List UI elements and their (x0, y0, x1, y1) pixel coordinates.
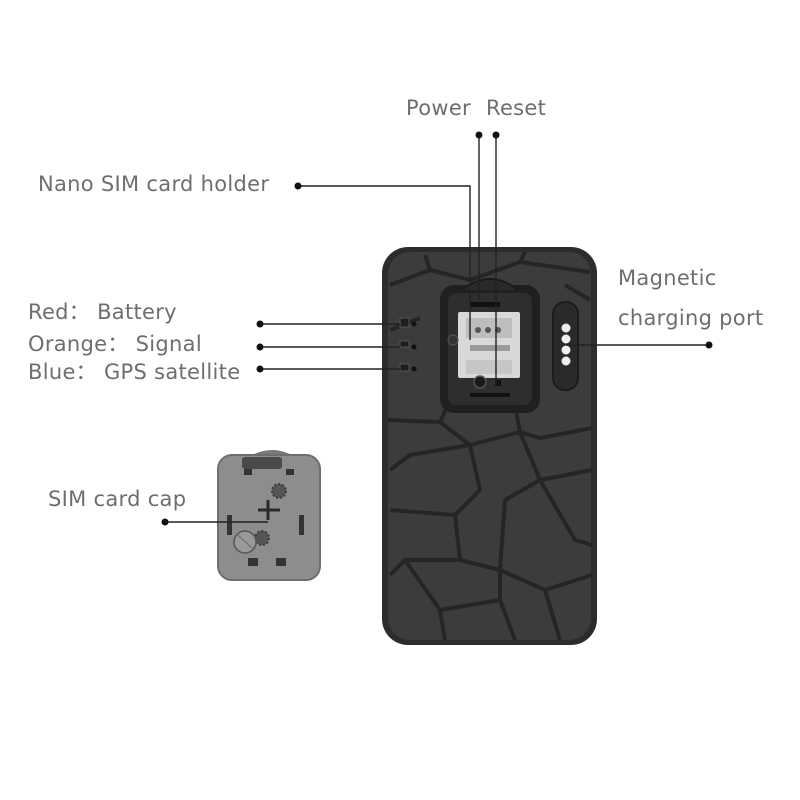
label-red-battery: Red： Battery (28, 300, 177, 324)
label-nano-sim-holder: Nano SIM card holder (38, 172, 270, 196)
leader-lines (165, 135, 709, 523)
gps-tracker-device (382, 247, 597, 645)
label-sim-card-cap: SIM card cap (48, 487, 187, 511)
label-reset: Reset (486, 96, 547, 120)
label-magnetic: Magnetic (618, 266, 717, 290)
label-charging-port: charging port (618, 306, 764, 330)
leader-dots (161, 131, 713, 526)
label-orange-signal: Orange： Signal (28, 332, 202, 356)
label-power: Power (406, 96, 471, 120)
sim-card-cap (217, 450, 321, 581)
label-blue-gps: Blue： GPS satellite (28, 360, 241, 384)
